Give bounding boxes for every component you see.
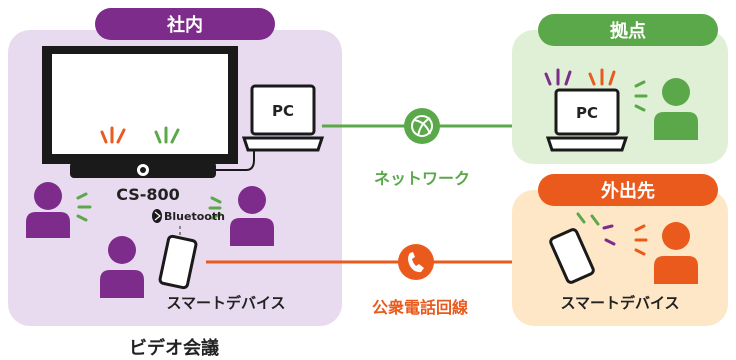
footer-caption: ビデオ会議 [129,337,219,359]
speech-marks-left [76,192,92,222]
outside-zone-label: 外出先 [601,180,655,202]
sound-marks-orange [100,126,126,144]
person-icon-left [26,182,70,238]
office-smartphone-icon [158,234,198,290]
office-zone-header [95,8,275,40]
person-icon-right [230,186,274,246]
branch-pc-label: PC [576,104,598,122]
phone-handset-icon [398,244,434,280]
outside-sound-green [576,212,600,226]
branch-zone-label: 拠点 [610,20,646,42]
phone-line-label: 公衆電話回線 [372,298,468,317]
network-label: ネットワーク [374,169,470,188]
outside-zone-header [538,174,718,206]
branch-person-icon [654,78,698,140]
office-laptop-icon [241,84,325,152]
sound-marks-green [154,126,180,144]
bar-to-pc-cable [216,150,255,171]
outside-speech-marks [634,224,648,256]
outside-smartphone-icon [549,228,595,284]
bluetooth-label: Bluetooth [164,210,225,223]
person-icon-bottom [100,236,144,298]
display-screen [42,46,238,164]
globe-lines [411,115,433,137]
bluetooth-icon [152,209,162,223]
branch-zone-header [538,14,718,46]
office-zone-label: 社内 [167,14,203,36]
speech-marks-right [208,196,222,220]
cs800-bar [70,162,216,178]
cs800-label: CS-800 [116,185,180,204]
branch-sound-orange [588,68,616,86]
outside-smartphone-label: スマートデバイス [560,294,679,312]
branch-laptop-icon [545,88,629,152]
office-pc-label: PC [272,102,294,120]
handset-shape [408,252,424,273]
outside-sound-purple [602,224,616,246]
branch-speech-marks [634,80,648,112]
outside-person-icon [654,222,698,284]
office-smartphone-label: スマートデバイス [166,294,285,312]
branch-sound-purple [544,68,572,86]
